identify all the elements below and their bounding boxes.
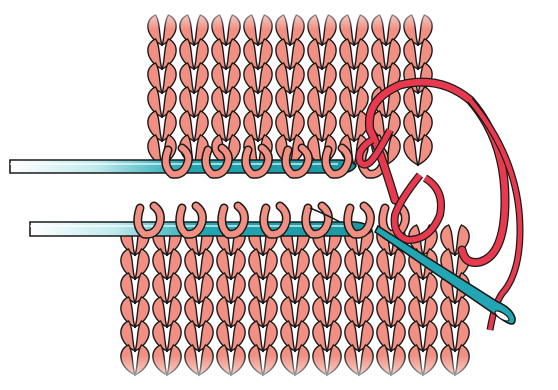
top-fade <box>140 0 460 30</box>
lower-knitted-fabric <box>121 225 469 375</box>
bottom-fade <box>110 355 470 390</box>
bottom-needle-stitch-loops <box>138 206 406 234</box>
